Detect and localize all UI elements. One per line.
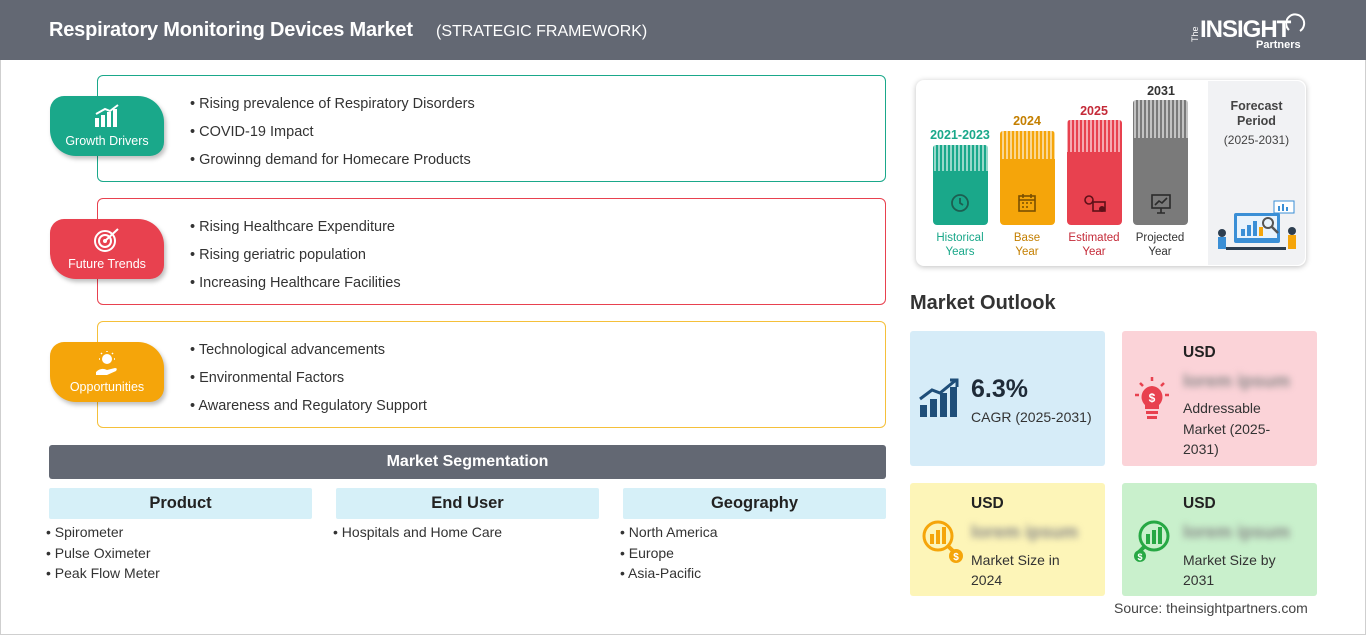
list-item: Pulse Oximeter: [46, 545, 160, 566]
size-2031-value-blurred: lorem ipsum: [1183, 522, 1291, 542]
list-item: Spirometer: [46, 524, 160, 545]
timeline-year-historical: 2021-2023: [930, 128, 990, 142]
list-item: Rising geriatric population: [190, 247, 401, 275]
dollar-lightbulb-icon: $: [1135, 377, 1169, 419]
cagr-box: 6.3% CAGR (2025-2031): [910, 331, 1105, 466]
list-item: Environmental Factors: [190, 370, 427, 398]
size-2031-label-1: Market Size by: [1183, 552, 1276, 568]
timeline-label-historical-1: Historical: [936, 232, 984, 244]
growth-magnifier-icon: $: [1134, 520, 1170, 562]
timeline-year-estimated: 2025: [1080, 104, 1108, 118]
forecast-label-1: Forecast: [1230, 99, 1283, 113]
list-item: Growinng demand for Homecare Products: [190, 152, 475, 180]
svg-text:$: $: [1137, 552, 1142, 562]
svg-text:$: $: [953, 552, 959, 563]
opportunities-tag: Opportunities: [50, 342, 164, 402]
history-clock-icon: [951, 194, 969, 212]
timeline-year-base: 2024: [1013, 114, 1041, 128]
list-item: North America: [620, 524, 718, 545]
page-title: Respiratory Monitoring Devices Market: [49, 19, 413, 41]
list-item: Hospitals and Home Care: [333, 524, 502, 545]
cagr-label: CAGR (2025-2031): [971, 409, 1092, 425]
list-item: Asia-Pacific: [620, 565, 718, 586]
logo-main-text: INSIGHT: [1200, 16, 1291, 43]
segmentation-title: Market Segmentation: [49, 445, 886, 479]
addressable-label-2: Market (2025-: [1183, 421, 1271, 437]
timeline-label-projected-2: Year: [1148, 246, 1172, 258]
forecast-label-3: (2025-2031): [1223, 133, 1290, 147]
size-2024-currency: USD: [971, 495, 1004, 512]
logo-arc-icon: [1286, 13, 1306, 32]
addressable-market-box: $ USD lorem ipsum Addressable Market (20…: [1122, 331, 1317, 466]
timeline-label-estimated-2: Year: [1082, 246, 1106, 258]
list-item: Rising prevalence of Respiratory Disorde…: [190, 96, 475, 124]
size-2031-label-2: 2031: [1183, 572, 1215, 588]
addressable-label-3: 2031): [1183, 441, 1219, 457]
future-trends-card: Rising Healthcare Expenditure Rising ger…: [97, 198, 886, 305]
list-item: COVID-19 Impact: [190, 124, 475, 152]
segment-list-product: Spirometer Pulse Oximeter Peak Flow Mete…: [46, 524, 160, 586]
growth-drivers-label: Growth Drivers: [65, 134, 149, 148]
logo-the-text: The: [1190, 26, 1200, 42]
market-size-2024-box: $ USD lorem ipsum Market Size in 2024: [910, 483, 1105, 596]
timeline-label-base-1: Base: [1013, 232, 1041, 244]
money-magnifier-icon: $: [922, 520, 963, 563]
timeline-label-estimated-1: Estimated: [1068, 232, 1120, 244]
list-item: Europe: [620, 545, 718, 566]
growth-drivers-list: Rising prevalence of Respiratory Disorde…: [190, 96, 475, 180]
size-2024-value-blurred: lorem ipsum: [971, 522, 1079, 542]
addressable-label-1: Addressable: [1183, 400, 1261, 416]
segment-header-end-user: End User: [336, 488, 599, 519]
segment-list-geography: North America Europe Asia-Pacific: [620, 524, 718, 586]
svg-text:$: $: [1149, 391, 1156, 405]
estimate-gears-icon: [1084, 195, 1106, 212]
list-item: Awareness and Regulatory Support: [190, 398, 427, 426]
list-item: Peak Flow Meter: [46, 565, 160, 586]
opportunities-card: Technological advancements Environmental…: [97, 321, 886, 428]
addressable-value-blurred: lorem ipsum: [1183, 371, 1291, 391]
future-trends-list: Rising Healthcare Expenditure Rising ger…: [190, 219, 401, 303]
future-trends-tag: Future Trends: [50, 219, 164, 279]
list-item: Technological advancements: [190, 342, 427, 370]
size-2024-label-2: 2024: [971, 572, 1003, 588]
list-item: Rising Healthcare Expenditure: [190, 219, 401, 247]
segment-header-product: Product: [49, 488, 312, 519]
presentation-chart-icon: [1151, 194, 1171, 214]
analytics-team-illustration-icon: [1218, 200, 1296, 250]
logo-partners-text: Partners: [1256, 39, 1301, 51]
timeline-label-historical-2: Years: [945, 246, 975, 258]
cagr-value: 6.3%: [971, 375, 1028, 403]
calendar-icon: [1018, 194, 1036, 212]
timeline-year-projected: 2031: [1147, 84, 1175, 98]
forecast-period-box: Forecast Period (2025-2031): [1208, 81, 1305, 265]
insight-partners-logo[interactable]: The INSIGHT Partners: [1190, 8, 1310, 54]
timeline-bar-stripes: [933, 100, 1188, 171]
list-item: Increasing Healthcare Facilities: [190, 275, 400, 303]
header-bar: Respiratory Monitoring Devices Market (S…: [0, 0, 1366, 60]
size-2024-label-1: Market Size in: [971, 552, 1060, 568]
page-subtitle: (STRATEGIC FRAMEWORK): [436, 23, 648, 40]
timeline-label-base-2: Year: [1015, 246, 1039, 258]
market-outlook-title: Market Outlook: [910, 292, 1056, 314]
lightbulb-hand-icon: [96, 351, 117, 375]
growth-drivers-tag: Growth Drivers: [50, 96, 164, 156]
segment-header-geography: Geography: [623, 488, 886, 519]
timeline-label-projected-1: Projected: [1135, 232, 1185, 244]
size-2031-currency: USD: [1183, 495, 1216, 512]
opportunities-label: Opportunities: [69, 380, 145, 394]
market-size-2031-box: $ USD lorem ipsum Market Size by 2031: [1122, 483, 1317, 596]
target-icon: [94, 228, 119, 252]
segment-list-end-user: Hospitals and Home Care: [333, 524, 502, 545]
forecast-label-2: Period: [1237, 114, 1276, 128]
growth-chart-icon: [919, 378, 959, 417]
future-trends-label: Future Trends: [68, 257, 146, 271]
addressable-currency: USD: [1183, 344, 1216, 361]
growth-drivers-card: Rising prevalence of Respiratory Disorde…: [97, 75, 886, 182]
opportunities-list: Technological advancements Environmental…: [190, 342, 427, 426]
source-attribution[interactable]: Source: theinsightpartners.com: [1114, 600, 1308, 616]
bar-chart-growth-icon: [95, 104, 119, 127]
